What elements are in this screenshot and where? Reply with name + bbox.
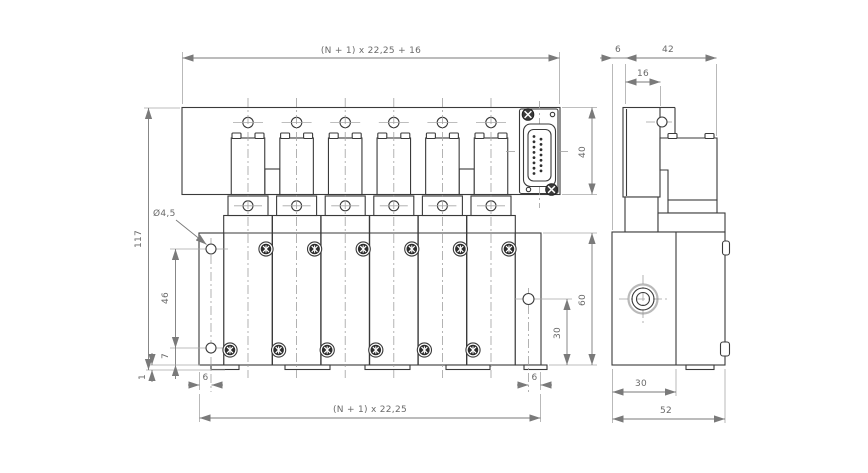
dim-edge-to-hole-right: 6 <box>531 373 537 383</box>
station-screw <box>306 241 323 257</box>
mounting-clip <box>721 240 731 256</box>
sub-base-section <box>657 212 726 233</box>
mounting-hole-bottom <box>205 342 217 354</box>
mounting-foot <box>523 364 548 371</box>
coil-spacer <box>458 168 475 196</box>
mounting-clip <box>719 341 731 357</box>
dim-edge-to-hole-left: 6 <box>202 373 208 383</box>
dim-overall-height: 117 <box>134 230 144 248</box>
dim-total-depth: 52 <box>660 406 672 416</box>
front-view: (N + 1) x 22,25 + 16 117 Ø4,5 46 7 1 <box>134 46 597 422</box>
dim-mount-depth: 30 <box>635 379 647 389</box>
dim-top-length: (N + 1) x 22,25 + 16 <box>321 46 421 56</box>
station-screw <box>452 241 469 257</box>
connector-pins <box>532 135 543 175</box>
rail-section <box>622 106 661 198</box>
mounting-hole-top <box>205 243 217 255</box>
dim-depth: 42 <box>662 45 674 55</box>
station-screw <box>501 241 517 257</box>
station-screw <box>355 241 371 257</box>
dim-rail-offset: 6 <box>615 45 621 55</box>
dim-foot-height: 1 <box>138 374 148 380</box>
dim-hole-bottom-offset: 7 <box>161 353 171 359</box>
station-screw <box>319 342 335 358</box>
mounting-foot <box>364 364 411 371</box>
coil-spacer <box>264 168 281 196</box>
dim-rail-width: 16 <box>637 69 649 79</box>
connector-screw <box>521 107 535 122</box>
coil-section <box>659 137 718 201</box>
port-hole-right <box>522 292 535 306</box>
dim-body-height: 60 <box>578 294 588 306</box>
dim-bottom-length: (N + 1) x 22,25 <box>333 405 407 415</box>
dim-port-height: 30 <box>553 327 563 339</box>
manifold-section <box>611 231 726 366</box>
station-screw <box>270 342 287 358</box>
rail-foot-section <box>624 196 659 233</box>
hole-diameter-label: Ø4,5 <box>153 208 176 219</box>
station-screw <box>465 342 481 358</box>
connector-screw <box>544 182 559 197</box>
station-screw <box>222 342 238 358</box>
station-screw <box>416 342 433 358</box>
dim-rail-height: 40 <box>578 146 588 158</box>
d-sub-connector <box>506 101 568 208</box>
station-screw <box>404 241 420 257</box>
side-view: 6 42 16 30 52 <box>600 45 731 423</box>
front-dimensions: (N + 1) x 22,25 + 16 117 Ø4,5 46 7 1 <box>134 46 597 422</box>
side-dimensions: 6 42 16 30 52 <box>600 45 726 423</box>
mounting-foot-side <box>685 364 715 371</box>
station-screw <box>258 241 274 257</box>
rail-screw-side <box>656 116 668 128</box>
station-screw <box>368 342 384 358</box>
mounting-foot <box>210 364 240 371</box>
pneumatic-port <box>619 275 667 323</box>
dim-hole-spacing: 46 <box>161 292 171 304</box>
mounting-foot <box>445 364 491 371</box>
mounting-foot <box>284 364 331 371</box>
